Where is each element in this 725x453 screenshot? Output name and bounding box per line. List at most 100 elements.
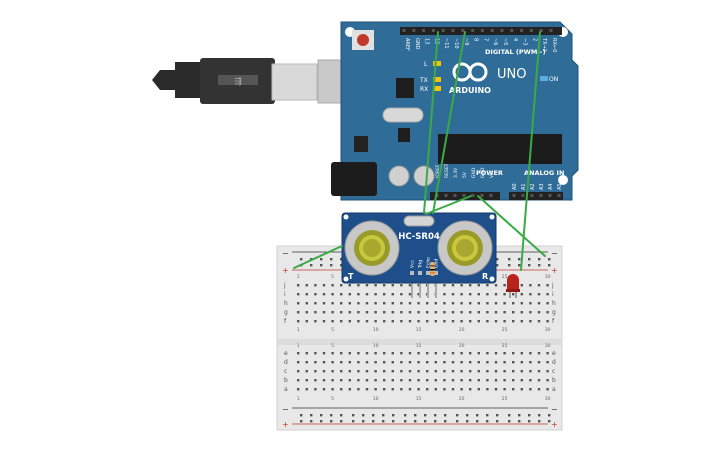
breadboard-hole[interactable] — [391, 320, 394, 323]
rail-hole[interactable] — [508, 414, 511, 417]
breadboard-hole[interactable] — [512, 361, 515, 364]
rail-hole[interactable] — [382, 420, 385, 423]
breadboard-hole[interactable] — [503, 361, 506, 364]
breadboard-hole[interactable] — [365, 388, 369, 391]
rail-hole[interactable] — [340, 264, 343, 267]
analog-pin-hole[interactable] — [521, 194, 525, 197]
breadboard-hole[interactable] — [434, 370, 437, 373]
breadboard-hole[interactable] — [408, 370, 412, 373]
breadboard-hole[interactable] — [331, 302, 334, 305]
rail-hole[interactable] — [330, 420, 333, 423]
breadboard-hole[interactable] — [322, 320, 326, 323]
rail-hole[interactable] — [496, 420, 499, 423]
rail-hole[interactable] — [548, 264, 551, 267]
breadboard-hole[interactable] — [512, 302, 515, 305]
breadboard-hole[interactable] — [357, 379, 360, 382]
breadboard-hole[interactable] — [348, 361, 351, 364]
breadboard-hole[interactable] — [443, 284, 446, 287]
arduino-pin-hole[interactable] — [490, 29, 494, 32]
breadboard-hole[interactable] — [494, 361, 498, 364]
rail-hole[interactable] — [300, 420, 303, 423]
breadboard-hole[interactable] — [305, 361, 308, 364]
breadboard-hole[interactable] — [503, 388, 506, 391]
breadboard-hole[interactable] — [503, 379, 506, 382]
breadboard-hole[interactable] — [529, 361, 532, 364]
breadboard-hole[interactable] — [400, 370, 403, 373]
rail-hole[interactable] — [362, 420, 365, 423]
breadboard-hole[interactable] — [434, 388, 437, 391]
breadboard-hole[interactable] — [503, 320, 506, 323]
breadboard-hole[interactable] — [357, 388, 360, 391]
breadboard-hole[interactable] — [529, 379, 532, 382]
breadboard-hole[interactable] — [391, 284, 394, 287]
breadboard-hole[interactable] — [305, 311, 308, 314]
rail-hole[interactable] — [340, 414, 343, 417]
breadboard-hole[interactable] — [529, 320, 532, 323]
breadboard-hole[interactable] — [322, 284, 326, 287]
arduino-pin-hole[interactable] — [471, 29, 475, 32]
rail-hole[interactable] — [330, 258, 333, 261]
breadboard-hole[interactable] — [443, 361, 446, 364]
breadboard-hole[interactable] — [494, 388, 498, 391]
rail-hole[interactable] — [444, 414, 447, 417]
breadboard-hole[interactable] — [537, 293, 541, 296]
breadboard-hole[interactable] — [469, 370, 472, 373]
breadboard-hole[interactable] — [331, 388, 334, 391]
breadboard-hole[interactable] — [297, 370, 300, 373]
breadboard-hole[interactable] — [357, 361, 360, 364]
rail-hole[interactable] — [528, 264, 531, 267]
breadboard-hole[interactable] — [322, 379, 326, 382]
breadboard-hole[interactable] — [443, 293, 446, 296]
rail-hole[interactable] — [548, 414, 551, 417]
breadboard-hole[interactable] — [529, 352, 532, 355]
breadboard-hole[interactable] — [434, 302, 437, 305]
breadboard-hole[interactable] — [426, 311, 429, 314]
breadboard-hole[interactable] — [426, 370, 429, 373]
breadboard-hole[interactable] — [400, 302, 403, 305]
rail-hole[interactable] — [320, 264, 323, 267]
rail-hole[interactable] — [320, 258, 323, 261]
breadboard-hole[interactable] — [297, 293, 300, 296]
breadboard-hole[interactable] — [340, 320, 343, 323]
breadboard-hole[interactable] — [322, 352, 326, 355]
breadboard-hole[interactable] — [340, 293, 343, 296]
breadboard-hole[interactable] — [322, 293, 326, 296]
breadboard-hole[interactable] — [451, 293, 455, 296]
breadboard-hole[interactable] — [297, 352, 300, 355]
breadboard-hole[interactable] — [365, 293, 369, 296]
analog-pin-hole[interactable] — [557, 194, 561, 197]
breadboard-hole[interactable] — [443, 302, 446, 305]
breadboard-hole[interactable] — [357, 352, 360, 355]
power-pin-hole[interactable] — [453, 194, 457, 197]
breadboard-hole[interactable] — [400, 361, 403, 364]
breadboard-hole[interactable] — [512, 320, 515, 323]
rail-hole[interactable] — [508, 258, 511, 261]
breadboard-hole[interactable] — [434, 320, 437, 323]
breadboard-hole[interactable] — [477, 379, 480, 382]
breadboard-hole[interactable] — [408, 379, 412, 382]
breadboard-hole[interactable] — [460, 311, 463, 314]
breadboard-hole[interactable] — [477, 293, 480, 296]
breadboard-hole[interactable] — [417, 361, 420, 364]
breadboard-hole[interactable] — [546, 311, 549, 314]
breadboard-hole[interactable] — [305, 352, 308, 355]
breadboard-hole[interactable] — [331, 311, 334, 314]
breadboard-hole[interactable] — [314, 361, 317, 364]
breadboard-hole[interactable] — [469, 302, 472, 305]
breadboard-hole[interactable] — [408, 293, 412, 296]
rail-hole[interactable] — [496, 258, 499, 261]
analog-pin-hole[interactable] — [530, 194, 534, 197]
breadboard-hole[interactable] — [512, 388, 515, 391]
rail-hole[interactable] — [434, 414, 437, 417]
breadboard-hole[interactable] — [314, 320, 317, 323]
breadboard-hole[interactable] — [297, 311, 300, 314]
breadboard-hole[interactable] — [426, 388, 429, 391]
breadboard-hole[interactable] — [469, 311, 472, 314]
breadboard-hole[interactable] — [314, 293, 317, 296]
breadboard-hole[interactable] — [520, 302, 523, 305]
breadboard-hole[interactable] — [486, 379, 489, 382]
rail-hole[interactable] — [352, 420, 355, 423]
breadboard-hole[interactable] — [512, 352, 515, 355]
breadboard-hole[interactable] — [443, 311, 446, 314]
breadboard-hole[interactable] — [486, 361, 489, 364]
